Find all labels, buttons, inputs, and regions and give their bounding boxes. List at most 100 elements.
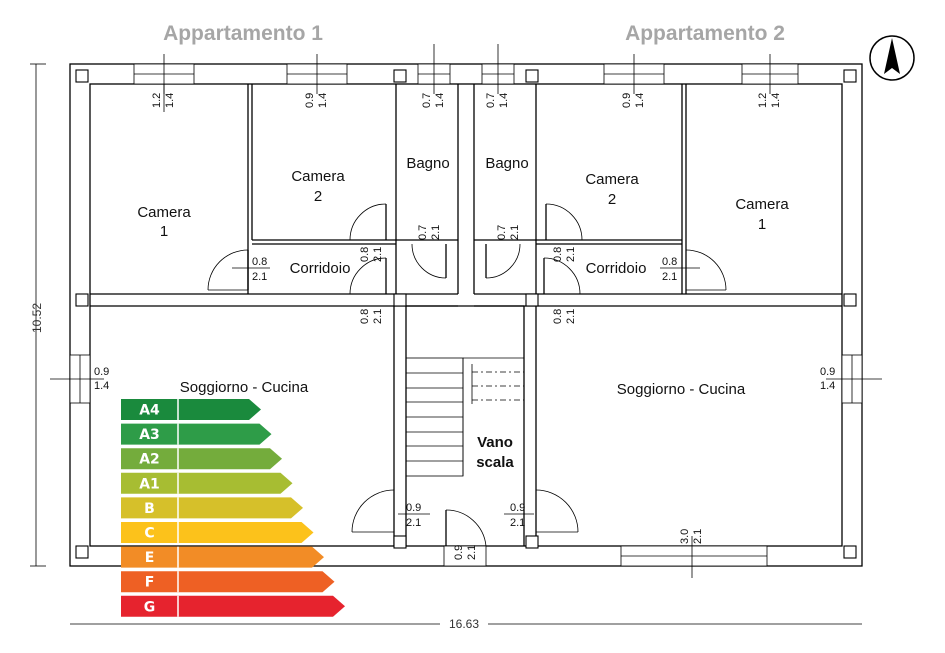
energy-class-label: A4 [139, 403, 160, 419]
door-width: 0.9 [406, 502, 421, 514]
energy-class-label: A2 [139, 452, 160, 468]
room-labels: Camera 1 Camera 2 Bagno Bagno Camera 2 C… [137, 155, 789, 471]
energy-class-e: E [121, 546, 324, 568]
energy-class-label: F [145, 575, 155, 591]
top-windows [133, 44, 799, 94]
side-windows [50, 354, 882, 404]
energy-class-arrow [121, 522, 314, 543]
camera-2-left-label: Camera [291, 168, 345, 185]
win-height: 0.7 [421, 93, 433, 108]
door-width: 0.9 [453, 545, 465, 560]
energy-class-arrow [121, 423, 272, 445]
door-height: 2.1 [430, 225, 442, 240]
width-dimension: 16.63 [70, 617, 862, 631]
height-dimension-label: 10.52 [30, 303, 44, 333]
bottom-openings [443, 536, 768, 578]
door-height: 2.1 [509, 225, 521, 240]
win-sill: 1.4 [634, 93, 646, 108]
vano-scala-line1: Vano [477, 434, 513, 451]
apartment-1-title: Appartamento 1 [163, 22, 323, 45]
height-dimension: 10.52 [30, 63, 46, 567]
side-win-sill: 1.4 [94, 380, 109, 392]
energy-class-arrow [121, 595, 345, 617]
apartment-2-title: Appartamento 2 [625, 22, 785, 45]
north-arrow-icon [869, 35, 915, 81]
win-height: 0.9 [621, 93, 633, 108]
energy-class-label: B [144, 501, 155, 517]
energy-class-label: E [145, 550, 155, 566]
door-height: 2.1 [565, 309, 577, 324]
door-width: 0.8 [252, 256, 267, 268]
energy-class-f: F [121, 571, 335, 593]
door-width: 0.8 [552, 309, 564, 324]
vano-scala-line2: scala [476, 454, 514, 471]
window-width: 3.0 [679, 529, 691, 544]
camera-2-right-number: 2 [608, 191, 616, 208]
win-sill: 1.4 [434, 93, 446, 108]
energy-class-a1: A1 [121, 472, 293, 494]
opening-dimensions: 1.2 1.4 0.9 1.4 0.7 1.4 0.7 1.4 0.9 1.4 … [94, 84, 835, 560]
energy-class-arrow [121, 448, 282, 470]
energy-class-a3: A3 [121, 423, 272, 445]
camera-1-right-number: 1 [758, 216, 766, 233]
energy-class-label: C [144, 526, 154, 542]
energy-class-arrow [121, 571, 335, 593]
energy-class-b: B [121, 497, 303, 519]
energy-class-arrow [121, 497, 303, 519]
door-swings [207, 203, 727, 547]
camera-1-left-label: Camera [137, 204, 191, 221]
door-height: 2.1 [372, 309, 384, 324]
camera-2-left-number: 2 [314, 188, 322, 205]
energy-class-g: G [121, 595, 345, 617]
win-height: 1.2 [757, 93, 769, 108]
door-width: 0.7 [417, 225, 429, 240]
win-height: 0.9 [304, 93, 316, 108]
energy-class-arrow [121, 472, 293, 494]
door-height: 2.1 [466, 545, 478, 560]
door-width: 0.8 [662, 256, 677, 268]
camera-1-right-label: Camera [735, 196, 789, 213]
door-width: 0.8 [359, 309, 371, 324]
door-width: 0.8 [552, 247, 564, 262]
side-win-height: 0.9 [94, 366, 109, 378]
energy-class-label: G [144, 599, 156, 615]
win-sill: 1.4 [770, 93, 782, 108]
energy-class-label: A3 [139, 427, 160, 443]
door-height: 2.1 [510, 517, 525, 529]
camera-1-left-number: 1 [160, 223, 168, 240]
win-sill: 1.4 [317, 93, 329, 108]
door-width: 0.9 [510, 502, 525, 514]
energy-class-a4: A4 [121, 399, 261, 420]
door-height: 2.1 [252, 271, 267, 283]
camera-2-right-label: Camera [585, 171, 639, 188]
width-dimension-label: 16.63 [449, 617, 479, 631]
bagno-left-label: Bagno [406, 155, 449, 172]
energy-class-label: A1 [139, 476, 160, 492]
door-width: 0.8 [359, 247, 371, 262]
energy-class-arrow [121, 399, 261, 420]
structural-columns [75, 69, 857, 559]
door-height: 2.1 [565, 247, 577, 262]
corridoio-right-label: Corridoio [586, 260, 647, 277]
win-sill: 1.4 [498, 93, 510, 108]
energy-class-c: C [121, 522, 314, 543]
energy-class-arrow [121, 546, 324, 568]
corridoio-left-label: Corridoio [290, 260, 351, 277]
soggiorno-right-label: Soggiorno - Cucina [617, 381, 746, 398]
win-height: 1.2 [151, 93, 163, 108]
door-height: 2.1 [372, 247, 384, 262]
win-sill: 1.4 [164, 93, 176, 108]
energy-class-a2: A2 [121, 448, 282, 470]
bagno-right-label: Bagno [485, 155, 528, 172]
win-height: 0.7 [485, 93, 497, 108]
window-height: 2.1 [692, 529, 704, 544]
side-win-sill: 1.4 [820, 380, 835, 392]
staircase [405, 357, 524, 477]
soggiorno-left-label: Soggiorno - Cucina [180, 379, 309, 396]
door-width: 0.7 [496, 225, 508, 240]
door-height: 2.1 [662, 271, 677, 283]
side-win-height: 0.9 [820, 366, 835, 378]
door-height: 2.1 [406, 517, 421, 529]
